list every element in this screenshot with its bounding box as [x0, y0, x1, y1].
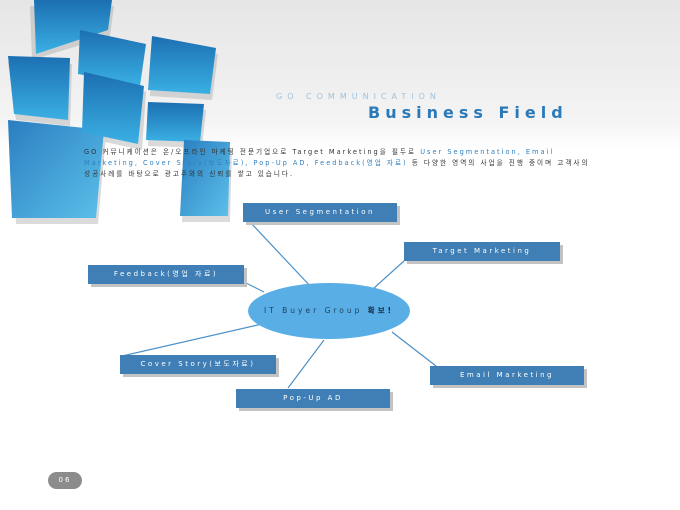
- center-node-emphasis: 확보!: [367, 306, 395, 315]
- intro-highlight: User Segmentation: [420, 148, 518, 156]
- line-target-marketing: [373, 260, 405, 289]
- tile-7: [146, 102, 204, 142]
- node-popup-ad: Pop-Up AD: [236, 389, 390, 408]
- line-email-marketing: [391, 331, 437, 367]
- section-subtitle: GO COMMUNICATION: [276, 92, 441, 101]
- tile-8: [180, 140, 230, 216]
- node-cover-story: Cover Story(보도자료): [120, 355, 276, 374]
- center-node: IT Buyer Group 확보!: [248, 283, 410, 339]
- intro-text-1: GO 커뮤니케이션은 온/오프라인 마케팅 전문기업으로 Target Mark…: [84, 148, 421, 156]
- line-feedback: [243, 281, 265, 293]
- center-node-text: IT Buyer Group: [263, 306, 363, 315]
- tile-2: [8, 56, 70, 120]
- node-email-marketing: Email Marketing: [430, 366, 584, 385]
- page-number-badge: 06: [48, 472, 82, 489]
- line-cover-story: [121, 323, 263, 357]
- tile-6: [148, 36, 216, 94]
- line-popup-ad: [287, 339, 325, 389]
- line-user-segmentation: [249, 221, 313, 289]
- tile-1: [34, 0, 112, 54]
- node-feedback: Feedback(영업 자료): [88, 265, 244, 284]
- intro-text-3: 등 다양한 영역의 사업을 진행 중이며 고객사의 성공사례를 바탕으로 광고주…: [84, 159, 590, 178]
- tile-4: [78, 30, 146, 86]
- intro-paragraph: GO 커뮤니케이션은 온/오프라인 마케팅 전문기업으로 Target Mark…: [84, 147, 594, 180]
- node-user-segmentation: User Segmentation: [243, 203, 397, 222]
- section-title: Business Field: [368, 103, 568, 122]
- tile-3: [8, 120, 104, 218]
- tile-5: [82, 72, 144, 144]
- node-target-marketing: Target Marketing: [404, 242, 560, 261]
- decorative-tiles: [8, 0, 232, 224]
- intro-text-2: , Email Marketing, Cover Story(보도자료), Po…: [84, 148, 555, 167]
